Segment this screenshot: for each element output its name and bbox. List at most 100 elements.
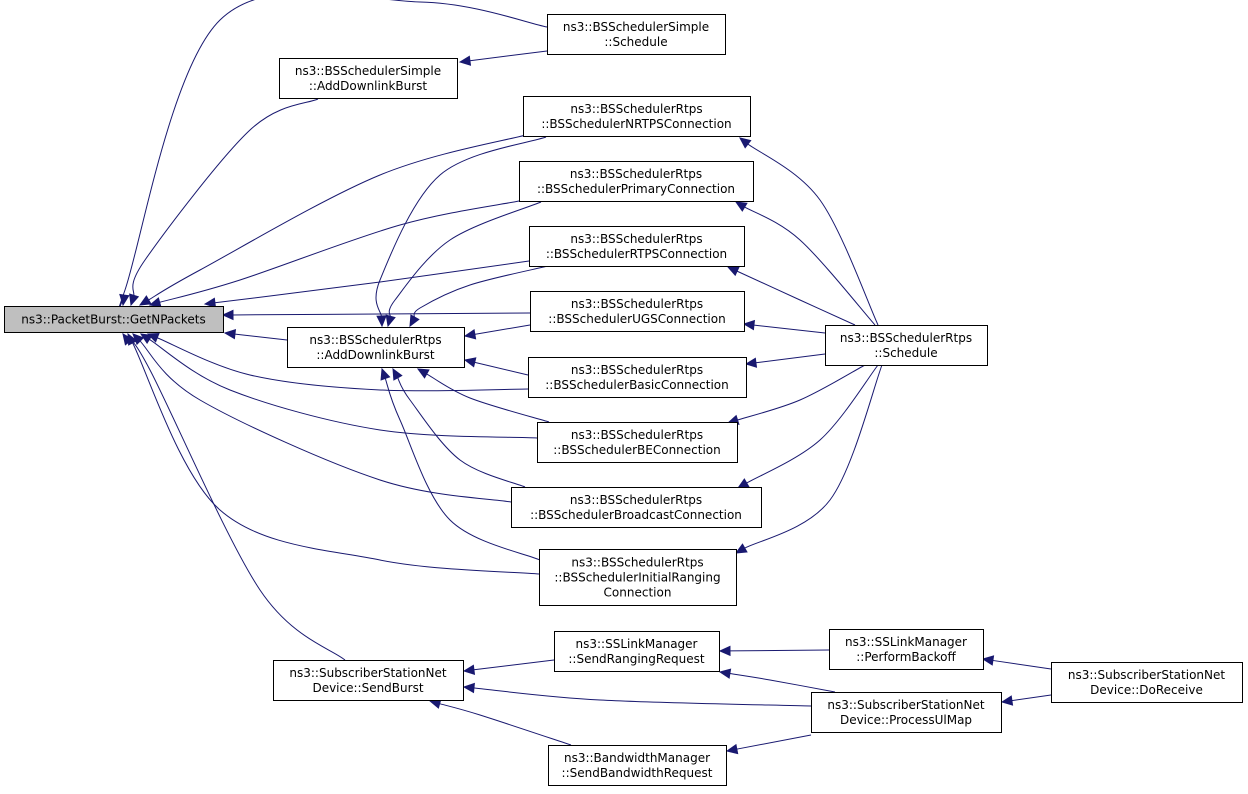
node-label-line: ns3::BSSchedulerSimple — [295, 64, 441, 78]
node-ss-processulmap[interactable]: ns3::SubscriberStationNetDevice::Process… — [811, 692, 1002, 733]
node-box — [519, 161, 754, 202]
arrowhead — [734, 543, 748, 554]
edge-line — [1010, 694, 1052, 702]
node-label-line: ns3::BSSchedulerRtps — [571, 556, 703, 570]
arrowhead — [734, 201, 748, 212]
node-box — [548, 745, 727, 786]
node-getnpackets[interactable]: ns3::PacketBurst::GetNPackets — [4, 306, 224, 333]
arrowhead — [739, 137, 752, 149]
edge-ss_sendburst-to-getnpackets — [122, 333, 346, 661]
edge-line — [473, 361, 529, 376]
node-bwm-sendbw[interactable]: ns3::BandwidthManager::SendBandwidthRequ… — [548, 745, 727, 786]
arrowhead — [736, 478, 750, 489]
node-box — [529, 226, 745, 267]
node-box — [530, 291, 745, 332]
edges-layer — [117, 0, 1052, 755]
arrowhead — [203, 297, 217, 308]
node-ss-sendburst[interactable]: ns3::SubscriberStationNetDevice::SendBur… — [273, 660, 464, 701]
arrowhead — [458, 55, 472, 66]
arrowhead — [223, 328, 237, 340]
node-box — [287, 327, 465, 368]
arrowhead — [416, 368, 430, 379]
node-label-line: ::SendBandwidthRequest — [562, 766, 713, 780]
arrowhead — [462, 664, 476, 675]
node-label-line: ::SendRangingRequest — [568, 652, 705, 666]
edge-ss_processulmap-to-ss_sendburst — [462, 682, 812, 707]
node-rtps-ugs[interactable]: ns3::BSSchedulerRtps::BSSchedulerUGSConn… — [530, 291, 745, 332]
node-rtps-initial[interactable]: ns3::BSSchedulerRtps::BSSchedulerInitial… — [539, 549, 737, 606]
edge-line — [728, 649, 830, 652]
node-label-line: ::BSSchedulerBEConnection — [553, 443, 721, 457]
edge-line — [473, 324, 531, 335]
node-label-line: ::BSSchedulerUGSConnection — [548, 312, 725, 326]
node-simple-schedule[interactable]: ns3::BSSchedulerSimple::Schedule — [547, 14, 726, 55]
arrowhead — [1000, 695, 1014, 706]
node-sslm-backoff[interactable]: ns3::SSLinkManager::PerformBackoff — [829, 629, 984, 670]
edge-rtps_schedule-to-rtps_primary — [734, 201, 876, 326]
node-rtps-adddl[interactable]: ns3::BSSchedulerRtps::AddDownlinkBurst — [287, 327, 465, 368]
node-simple-adddl[interactable]: ns3::BSSchedulerSimple::AddDownlinkBurst — [279, 58, 458, 99]
node-box — [273, 660, 464, 701]
edge-line — [233, 333, 288, 341]
edge-ss_doreceive-to-sslm_backoff — [981, 655, 1052, 670]
edge-rtps_schedule-to-rtps_nrtps — [739, 137, 879, 326]
node-label-line: ::AddDownlinkBurst — [316, 348, 435, 362]
node-label-line: Device::SendBurst — [312, 681, 423, 695]
node-rtps-broadcast[interactable]: ns3::BSSchedulerRtps::BSSchedulerBroadca… — [511, 487, 762, 528]
arrowhead — [718, 645, 731, 657]
edge-rtps_primary-to-rtps_adddl — [385, 201, 542, 328]
edge-line — [396, 376, 526, 488]
arrowhead — [463, 329, 477, 340]
node-box — [4, 306, 224, 333]
node-label-line: ns3::BandwidthManager — [564, 751, 710, 765]
node-sslm-sendranging[interactable]: ns3::SSLinkManager::SendRangingRequest — [554, 631, 720, 672]
edge-rtps_rtps-to-rtps_adddl — [409, 265, 549, 328]
edge-rtps_ugs-to-getnpackets — [221, 309, 531, 321]
node-box — [528, 357, 747, 398]
edge-line — [117, 0, 548, 313]
node-label-line: ns3::BSSchedulerRtps — [840, 331, 972, 345]
edge-line — [148, 338, 538, 439]
node-label-line: ns3::BSSchedulerRtps — [570, 493, 702, 507]
node-box — [511, 487, 762, 528]
node-label-line: ::Schedule — [874, 346, 937, 360]
edge-line — [743, 364, 883, 550]
node-label-line: ns3::BSSchedulerRtps — [570, 102, 702, 116]
node-box — [537, 422, 738, 463]
node-rtps-primary[interactable]: ns3::BSSchedulerRtps::BSSchedulerPrimary… — [519, 161, 754, 202]
arrowhead — [380, 367, 391, 381]
edge-sslm_backoff-to-sslm_sendranging — [718, 645, 830, 657]
node-label-line: ::BSSchedulerBasicConnection — [545, 378, 728, 392]
node-label-line: ::AddDownlinkBurst — [309, 79, 428, 93]
arrowhead — [981, 655, 995, 666]
node-box — [811, 692, 1002, 733]
node-label-line: ns3::SubscriberStationNet — [827, 698, 984, 712]
node-label-line: ns3::BSSchedulerSimple — [563, 20, 709, 34]
edge-line — [752, 324, 826, 334]
node-rtps-schedule[interactable]: ns3::BSSchedulerRtps::Schedule — [825, 325, 988, 366]
node-label-line: ::BSSchedulerNRTPSConnection — [541, 117, 731, 131]
edge-rtps_schedule-to-rtps_broadcast — [736, 364, 879, 489]
node-rtps-basic[interactable]: ns3::BSSchedulerRtps::BSSchedulerBasicCo… — [528, 357, 747, 398]
edge-line — [735, 734, 812, 750]
arrowhead — [385, 314, 396, 328]
edge-rtps_broadcast-to-rtps_adddl — [392, 367, 526, 488]
node-ss-doreceive[interactable]: ns3::SubscriberStationNetDevice::DoRecei… — [1051, 662, 1243, 703]
node-box — [539, 549, 737, 606]
arrowhead — [392, 367, 403, 381]
node-label-line: ns3::BSSchedulerRtps — [309, 333, 441, 347]
edge-rtps_schedule-to-rtps_rtps — [726, 266, 856, 326]
edge-line — [128, 340, 346, 661]
edge-ss_doreceive-to-ss_processulmap — [1000, 694, 1052, 706]
node-rtps-be[interactable]: ns3::BSSchedulerRtps::BSSchedulerBEConne… — [537, 422, 738, 463]
edge-line — [735, 270, 856, 326]
node-rtps-rtps[interactable]: ns3::BSSchedulerRtps::BSSchedulerRTPSCon… — [529, 226, 745, 267]
edge-line — [158, 200, 520, 304]
edge-rtps_schedule-to-rtps_be — [726, 364, 866, 425]
node-rtps-nrtps[interactable]: ns3::BSSchedulerRtps::BSSchedulerNRTPSCo… — [523, 96, 751, 137]
node-box — [279, 58, 458, 99]
node-label-line: ::BSSchedulerRTPSConnection — [546, 247, 727, 261]
edge-rtps_schedule-to-rtps_initial — [734, 364, 883, 554]
arrowhead — [376, 315, 387, 328]
